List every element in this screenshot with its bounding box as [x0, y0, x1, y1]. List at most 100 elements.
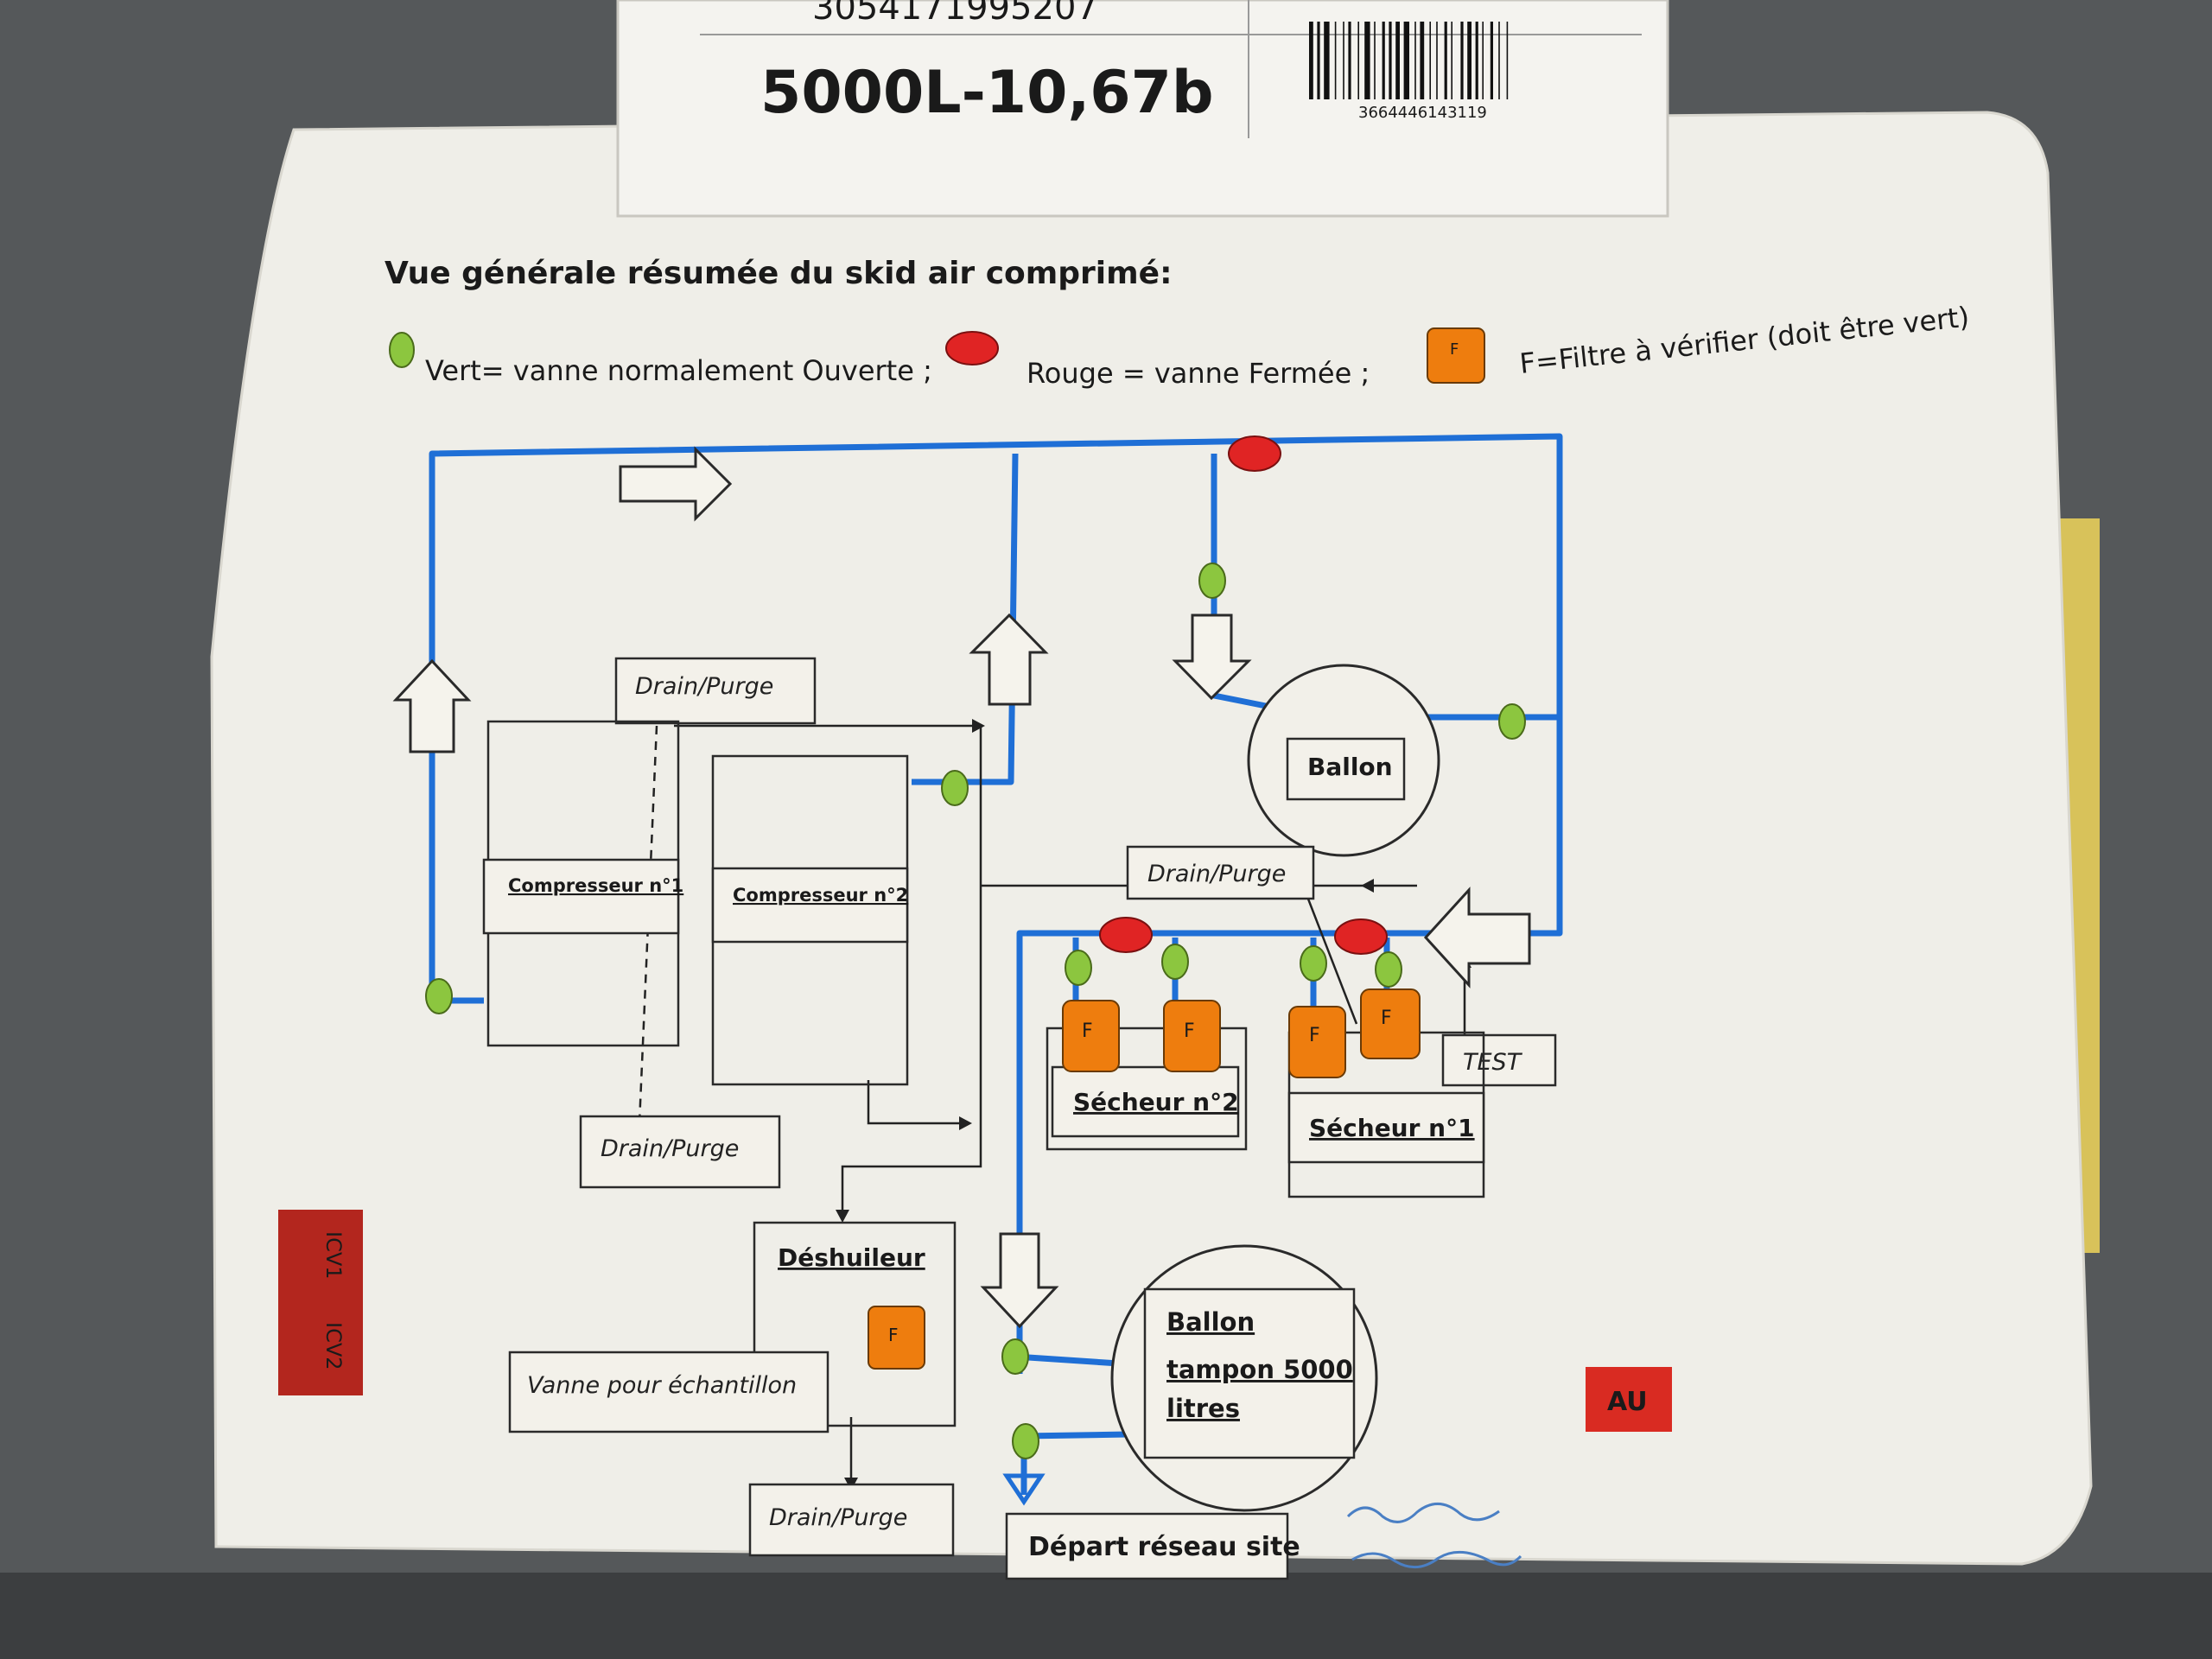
barcode-bar [1436, 22, 1438, 99]
flow-arrow-up-left-icon [392, 658, 472, 753]
pipe-tampon-in [1014, 1353, 1120, 1367]
filter-secheur2-a [1062, 1000, 1120, 1072]
legend-red-text: Rouge = vanne Fermée ; [1027, 357, 1370, 390]
secheur-2-label: Sécheur n°2 [1073, 1088, 1239, 1116]
depart-reseau-box [1005, 1512, 1289, 1580]
barcode-bar [1414, 22, 1416, 99]
barcode-bar [1403, 22, 1409, 99]
barcode-bar [1382, 22, 1385, 99]
filter-deshuileur-glyph: F [888, 1325, 899, 1345]
barcode-bar [1444, 22, 1447, 99]
icv1-label: ICV1 [321, 1231, 346, 1280]
valve-closed-secheur1 [1334, 918, 1388, 955]
valve-closed-top [1228, 435, 1281, 472]
legend-green-text: Vert= vanne normalement Ouverte ; [425, 354, 932, 387]
compressor-1-label: Compresseur n°1 [508, 875, 683, 896]
secheur-1-label: Sécheur n°1 [1309, 1114, 1475, 1142]
valve-open-secheur1-right [1375, 951, 1402, 988]
barcode-bar [1460, 22, 1464, 99]
barcode-bar [1420, 22, 1425, 99]
filter-secheur1-a-glyph: F [1309, 1025, 1320, 1046]
valve-open-compressor2 [941, 770, 969, 806]
barcode-bar [1357, 22, 1359, 99]
wall-shadow [0, 1573, 2212, 1659]
filter-secheur1-b [1360, 988, 1421, 1059]
compressor-2-label-box [711, 867, 909, 944]
components: Drain/Purge Compresseur n°1 Compresseur … [482, 657, 1557, 1580]
filter-secheur2-b-glyph: F [1184, 1020, 1195, 1042]
filter-deshuileur [868, 1306, 925, 1370]
barcode-bar [1343, 22, 1344, 99]
valve-open-tampon-out [1012, 1423, 1039, 1459]
compressor-2-label: Compresseur n°2 [733, 885, 908, 906]
vanne-echantillon-label: Vanne pour échantillon [527, 1372, 797, 1399]
barcode-bar [1498, 22, 1500, 99]
valve-open-secheur2-left [1065, 950, 1092, 986]
flow-arrow-down-tampon-icon [980, 1232, 1059, 1329]
filter-secheur1-a [1288, 1006, 1346, 1078]
au-label: AU [1607, 1387, 1648, 1417]
ballon-tampon-line2: tampon 5000 [1166, 1355, 1353, 1384]
drain-purge-bottom-label: Drain/Purge [769, 1504, 907, 1531]
barcode-bar [1467, 22, 1471, 99]
secheur-2-box [1046, 1027, 1248, 1151]
barcode [1309, 22, 1509, 99]
ballon-label: Ballon [1307, 753, 1393, 781]
valve-closed-secheur2 [1099, 917, 1153, 953]
ballon-tampon-line1: Ballon [1166, 1307, 1255, 1337]
filter-secheur2-a-glyph: F [1082, 1020, 1093, 1042]
barcode-bar [1348, 22, 1351, 99]
drain-purge-top-label: Drain/Purge [635, 673, 773, 700]
drain-purge-bottom-box [748, 1483, 955, 1557]
valves [425, 435, 1526, 1459]
barcode-bar [1482, 22, 1484, 99]
secheur-2-label-box [1051, 1065, 1240, 1138]
depart-reseau-label: Départ réseau site [1028, 1532, 1300, 1562]
valve-open-secheur2-right [1161, 944, 1189, 980]
handwritten-note [1346, 1503, 1522, 1568]
barcode-bar [1490, 22, 1493, 99]
arrowhead-2 [959, 1116, 972, 1130]
ballon-label-box [1286, 737, 1406, 801]
legend-green-valve-icon [389, 332, 415, 368]
filter-secheur2-b [1163, 1000, 1221, 1072]
flow-arrow-up-mid-icon [969, 613, 1049, 706]
filter-secheur1-b-glyph: F [1381, 1007, 1392, 1029]
secheur-1-label-box [1287, 1091, 1485, 1164]
sticker-serial: 3054171995207 [812, 0, 1098, 28]
barcode-bar [1324, 22, 1330, 99]
flow-arrow-left-icon [1423, 887, 1531, 988]
depart-arrow-icon [1002, 1473, 1046, 1506]
flow-arrow-down-ballon-icon [1172, 613, 1252, 701]
valve-open-compressor1 [425, 978, 453, 1014]
test-box [1441, 1033, 1557, 1087]
flow-arrow-right-icon [619, 446, 733, 522]
barcode-bar [1451, 22, 1452, 99]
compressor-1-label-box [482, 858, 680, 935]
valve-open-ballon-out [1498, 703, 1526, 740]
flow-arrows [392, 446, 1531, 1506]
barcode-bar [1429, 22, 1431, 99]
icv-tag [278, 1210, 363, 1395]
drain-purge-left-box [579, 1115, 781, 1189]
drain-purge-mid-label: Drain/Purge [1147, 861, 1286, 887]
legend-filter-glyph: F [1450, 340, 1459, 359]
drain-purge-mid-box [1126, 845, 1315, 900]
barcode-bar [1395, 22, 1400, 99]
arrowhead-4 [1361, 879, 1374, 893]
drain-purge-top-box [614, 657, 817, 725]
barcode-bar [1389, 22, 1392, 99]
valve-open-ballon-in [1198, 563, 1226, 599]
vanne-echantillon-box [508, 1351, 830, 1433]
valve-open-secheur1-left [1300, 945, 1327, 982]
barcode-bar [1364, 22, 1370, 99]
barcode-bar [1475, 22, 1478, 99]
pipe-tampon-out [1023, 1431, 1128, 1440]
barcode-bar [1506, 22, 1509, 99]
barcode-bar [1309, 22, 1313, 99]
arrowhead-1 [972, 719, 985, 733]
legend-red-valve-icon [945, 331, 999, 365]
valve-open-tampon-in [1001, 1338, 1029, 1375]
line-compressor1-drain [638, 725, 658, 1124]
